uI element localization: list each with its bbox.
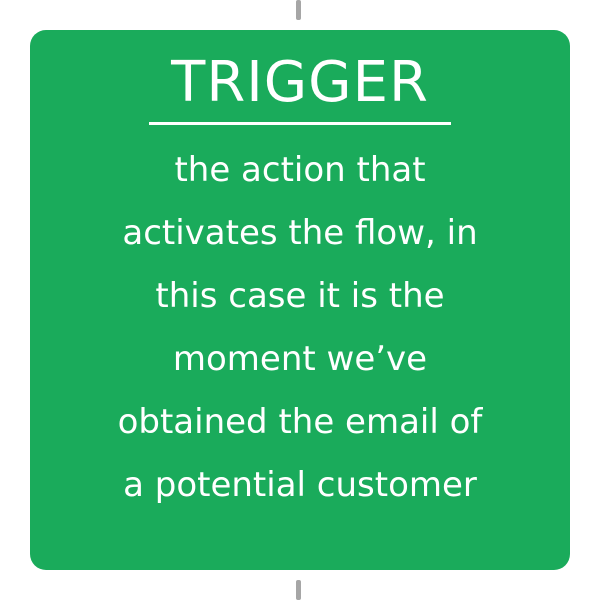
node-description: the action that activates the flow, in t… [117, 150, 483, 505]
connector-line-top [296, 0, 301, 20]
trigger-node[interactable]: TRIGGER the action that activates the fl… [30, 30, 570, 570]
node-title: TRIGGER [171, 50, 429, 115]
title-underline [149, 122, 451, 125]
connector-line-bottom [296, 580, 301, 600]
